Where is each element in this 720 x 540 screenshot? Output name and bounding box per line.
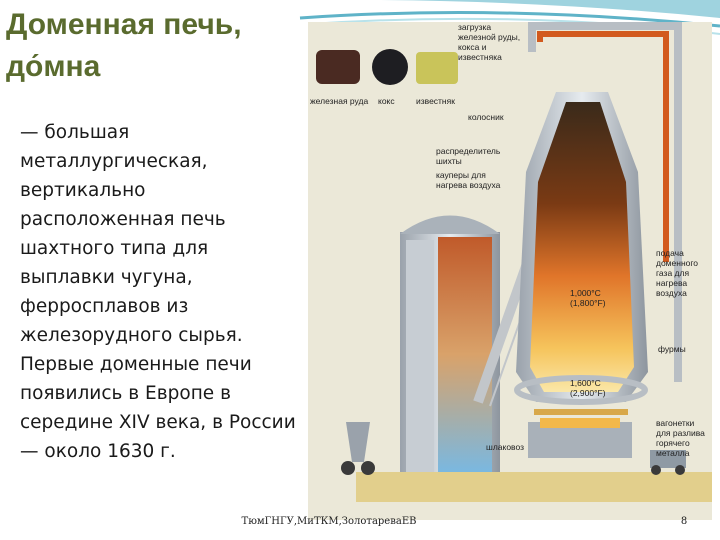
limestone-sample xyxy=(416,52,458,84)
coke-sample xyxy=(372,49,408,85)
label-distributor: распределитель шихты xyxy=(436,146,501,166)
label-slag: шлаковоз xyxy=(486,442,524,452)
footer-text: ТюмГНГУ,МиТКМ,ЗолотареваЕВ xyxy=(241,516,417,527)
label-cowpers: кауперы для нагрева воздуха xyxy=(436,170,501,190)
blast-furnace-diagram: железная руда кокс известняк загрузка же… xyxy=(308,22,712,520)
label-loading: загрузка железной руды, кокса и известня… xyxy=(458,22,521,62)
label-temp-upper: 1,000°C (1,800°F) xyxy=(570,288,606,308)
label-iron-ore: железная руда xyxy=(310,96,369,106)
definition-text: — большая металлургическая, вертикально … xyxy=(20,122,296,462)
furnace-illustration xyxy=(316,22,712,502)
label-coke: кокс xyxy=(378,96,395,106)
title-line-1: Доменная печь, xyxy=(6,8,242,41)
cowper-checker xyxy=(438,237,492,472)
furnace-interior xyxy=(530,102,634,392)
iron-ore-sample xyxy=(316,50,360,84)
title-line-2: до́мна xyxy=(6,50,101,83)
label-tuyeres: фурмы xyxy=(658,344,686,354)
slide-title: Доменная печь, до́мна xyxy=(6,4,306,88)
gas-pipe xyxy=(537,31,669,262)
foundation xyxy=(356,472,712,502)
label-ladles: вагонетки для разлива горячего металла xyxy=(656,418,705,458)
label-limestone: известняк xyxy=(416,96,455,106)
label-grate: колосник xyxy=(468,112,504,122)
label-gas-supply: подача доменного газа для нагрева воздух… xyxy=(656,248,699,298)
page-number: 8 xyxy=(680,516,688,527)
label-temp-lower: 1,600°C (2,900°F) xyxy=(570,378,606,398)
